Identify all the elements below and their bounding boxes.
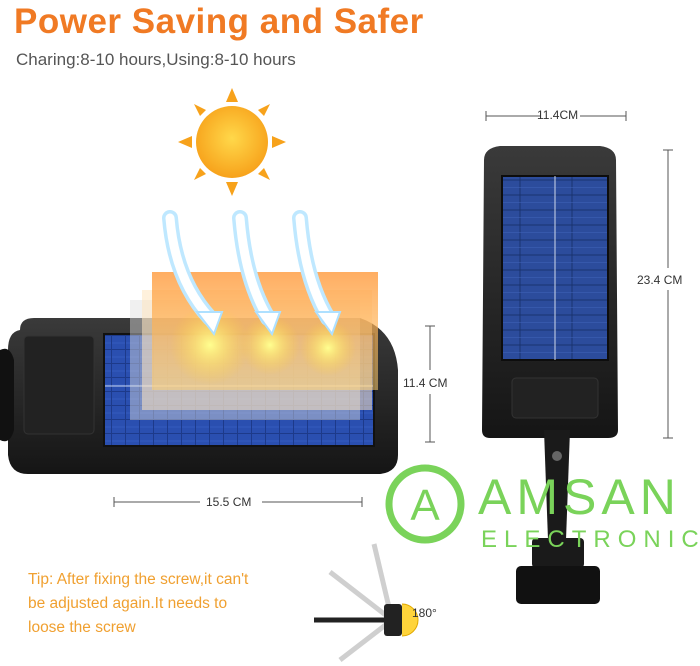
tip-line-1: Tip: After fixing the screw,it can't — [28, 571, 249, 588]
brand-name: AMSAN — [478, 469, 681, 525]
panel-height-label: 23.4 CM — [637, 273, 683, 287]
arrow-heads — [194, 311, 342, 337]
lamp-depth-label: 11.4 CM — [403, 376, 448, 390]
amsan-logo-mark: A — [385, 464, 465, 544]
dimension-lines — [113, 111, 673, 507]
page-title: Power Saving and Safer — [14, 2, 424, 41]
logo-letter: A — [410, 481, 440, 530]
tip-line-2: be adjusted again.It needs to — [28, 595, 228, 612]
sunlight-absorption-graphic — [130, 272, 378, 420]
sunlight-arrow-icon — [162, 210, 336, 326]
installation-tip: Tip: After fixing the screw,it can't be … — [28, 568, 318, 640]
brand-subtitle: ELECTRONICS — [481, 526, 700, 553]
charging-info: Charing:8-10 hours,Using:8-10 hours — [16, 50, 296, 69]
rotation-icon — [314, 543, 419, 662]
tip-line-3: loose the screw — [28, 619, 136, 636]
rotation-label: 180° — [412, 606, 437, 620]
sun-icon — [178, 88, 286, 196]
lamp-length-label: 15.5 CM — [206, 495, 252, 509]
lamp-front-view — [482, 146, 618, 604]
panel-width-label: 11.4CM — [537, 108, 579, 122]
